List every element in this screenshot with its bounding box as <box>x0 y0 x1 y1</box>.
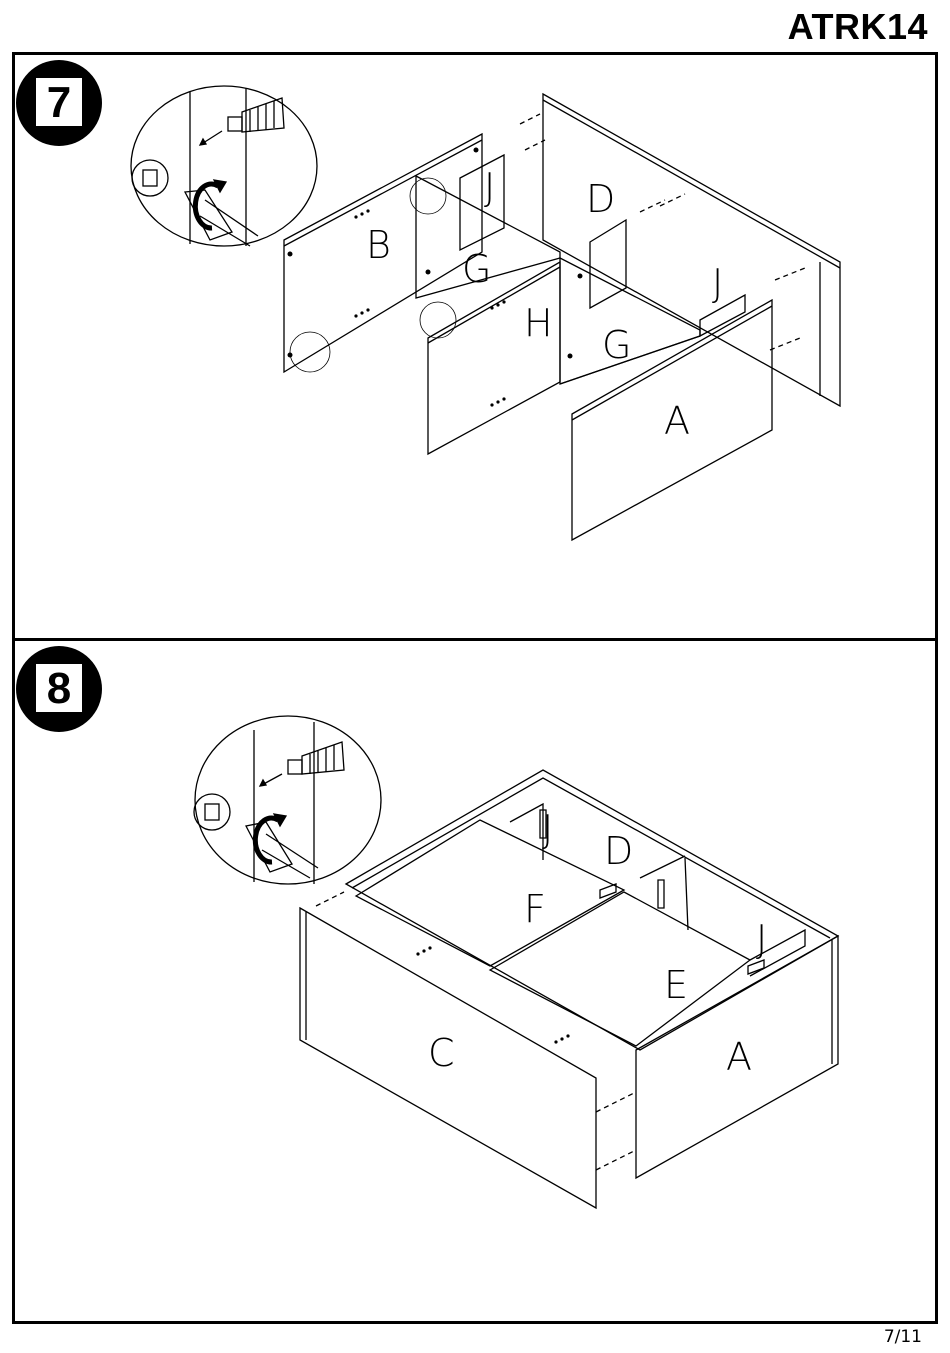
label-f: F <box>524 887 546 931</box>
label-d: D <box>604 829 633 873</box>
label-j-upper: J <box>542 807 553 851</box>
label-j-lower: J <box>756 917 767 961</box>
label-a: A <box>726 1035 752 1079</box>
page-number: 7/11 <box>884 1327 922 1347</box>
cam-lock-dowel-icon <box>194 716 381 884</box>
label-c: C <box>428 1031 455 1075</box>
label-e: E <box>664 963 688 1007</box>
